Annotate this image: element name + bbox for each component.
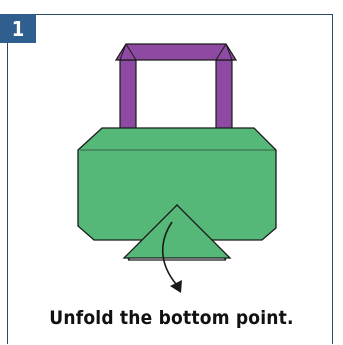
bag-handle (116, 44, 236, 134)
instruction-caption: Unfold the bottom point. (0, 307, 343, 329)
